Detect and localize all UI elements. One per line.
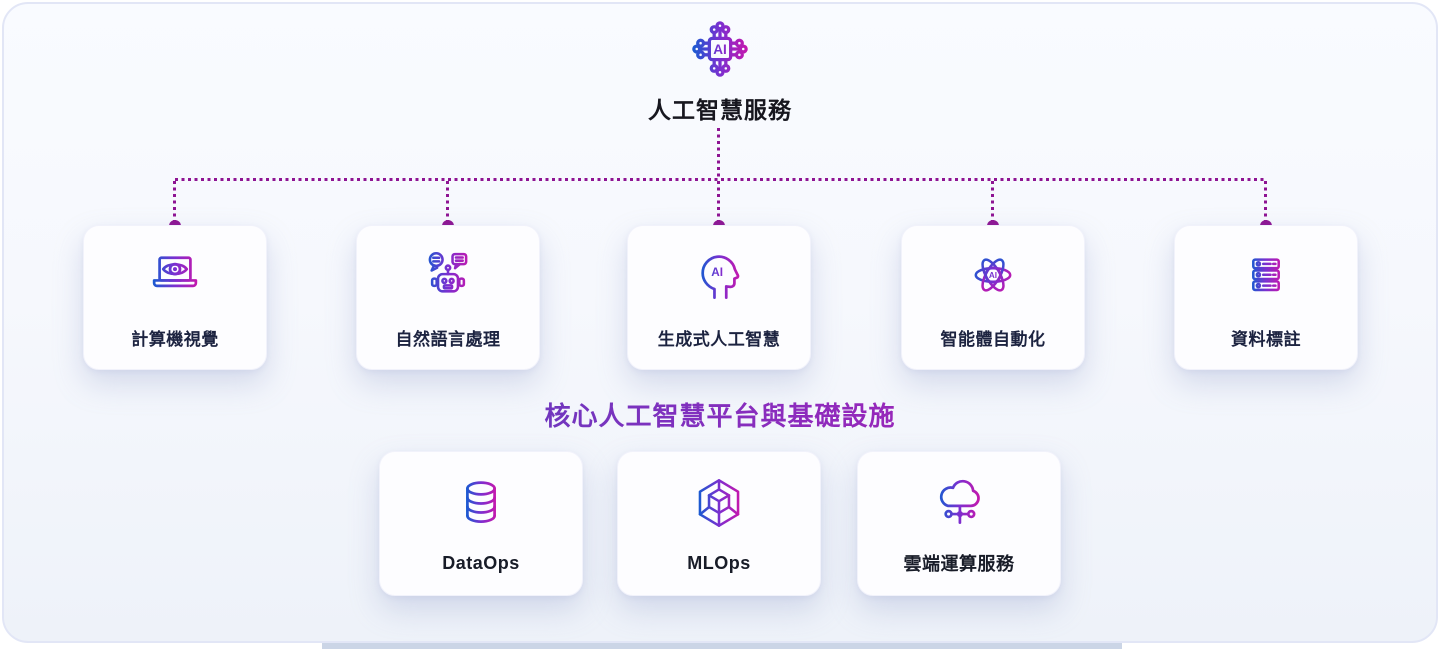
platform-section-heading: 核心人工智慧平台與基礎設施 bbox=[0, 396, 1440, 433]
card-computer-vision: 計算機視覺 bbox=[83, 225, 267, 370]
card-label: 自然語言處理 bbox=[395, 329, 501, 349]
card-label: DataOps bbox=[442, 552, 520, 573]
card-dataops: DataOps bbox=[379, 451, 583, 596]
card-label: 生成式人工智慧 bbox=[657, 329, 781, 349]
agent-atom-ai-icon: AI bbox=[964, 246, 1022, 309]
database-cylinder-icon bbox=[452, 474, 510, 537]
card-label: 雲端運算服務 bbox=[903, 554, 1015, 574]
card-mlops: MLOps bbox=[617, 451, 821, 596]
nlp-robot-chat-icon bbox=[419, 246, 477, 309]
computer-vision-laptop-eye-icon bbox=[146, 246, 204, 309]
diagram-header: AI 人工智慧服務 bbox=[0, 18, 1440, 125]
svg-text:AI: AI bbox=[989, 271, 997, 280]
svg-text:AI: AI bbox=[711, 265, 723, 278]
card-data-annotation: 資料標註 bbox=[1174, 225, 1358, 370]
ai-chip-icon: AI bbox=[689, 18, 751, 85]
data-annotation-server-icon bbox=[1237, 246, 1295, 309]
card-label: MLOps bbox=[687, 552, 751, 573]
card-label: 智能體自動化 bbox=[940, 329, 1046, 349]
connector-drop-2 bbox=[446, 181, 449, 221]
connector-drop-4 bbox=[991, 181, 994, 221]
page-title: 人工智慧服務 bbox=[648, 97, 792, 123]
svg-text:AI: AI bbox=[713, 42, 727, 57]
card-nlp: 自然語言處理 bbox=[356, 225, 540, 370]
nested-cube-icon bbox=[690, 474, 748, 537]
connector-drop-1 bbox=[173, 181, 176, 221]
card-label: 計算機視覺 bbox=[131, 329, 219, 349]
cloud-network-icon bbox=[930, 471, 988, 534]
card-agent-automation: AI 智能體自動化 bbox=[901, 225, 1085, 370]
bottom-edge-strip bbox=[322, 643, 1122, 649]
connector-drop-5 bbox=[1264, 181, 1267, 221]
connector-horizontal bbox=[175, 178, 1267, 181]
generative-ai-head-icon: AI bbox=[690, 246, 748, 309]
connector-drop-3 bbox=[717, 181, 720, 221]
card-label: 資料標註 bbox=[1231, 329, 1301, 349]
card-cloud-computing: 雲端運算服務 bbox=[857, 451, 1061, 596]
card-generative-ai: AI 生成式人工智慧 bbox=[627, 225, 811, 370]
connector-root-vertical bbox=[717, 128, 720, 179]
